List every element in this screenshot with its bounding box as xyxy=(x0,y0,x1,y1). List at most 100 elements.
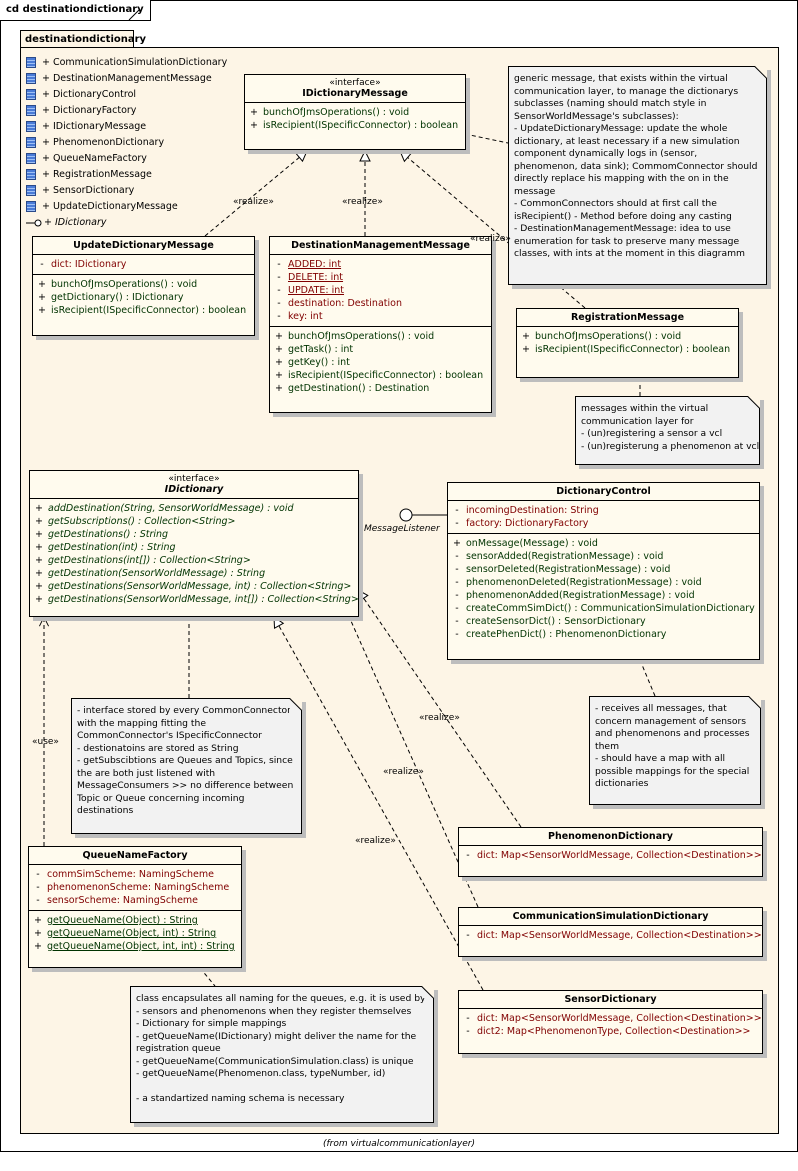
visibility-marker: - xyxy=(277,285,281,296)
package-item[interactable]: + SensorDictionary xyxy=(26,182,227,198)
note-line xyxy=(136,1081,429,1094)
attribute-text: DELETE: int xyxy=(288,272,344,283)
operation-row: +getDestination(int) : String xyxy=(30,541,358,554)
realize-phen-line xyxy=(358,590,522,828)
operation-text: getQueueName(Object, int, int) : String xyxy=(47,941,235,952)
operation-text: addDestination(String, SensorWorldMessag… xyxy=(48,503,294,514)
package-item-label: + SensorDictionary xyxy=(42,184,135,196)
operation-row: +isRecipient(ISpecificConnector) : boole… xyxy=(33,304,254,317)
package-item[interactable]: + IDictionaryMessage xyxy=(26,118,227,134)
package-item[interactable]: + DictionaryFactory xyxy=(26,102,227,118)
diagram-title: cd destinationdictionary xyxy=(0,0,151,21)
operation-row: +getTask() : int xyxy=(270,343,491,356)
class-idictionary[interactable]: «interface»IDictionary+addDestination(St… xyxy=(29,470,359,617)
note-line: and phenomenons and processes xyxy=(595,728,750,739)
class-icon xyxy=(26,88,36,100)
note-line: - sensors and phenomenons when they regi… xyxy=(136,1005,412,1017)
class-registrationmessage[interactable]: RegistrationMessage+bunchOfJmsOperations… xyxy=(516,308,739,378)
frame-tab-corner xyxy=(128,8,140,21)
note-line: messages within the virtual xyxy=(581,403,709,414)
visibility-marker: + xyxy=(35,568,43,579)
class-header: CommunicationSimulationDictionary xyxy=(459,908,762,926)
class-header: «interface»IDictionaryMessage xyxy=(245,75,465,103)
visibility-marker: + xyxy=(34,941,42,952)
operation-text: getQueueName(Object) : String xyxy=(47,915,198,926)
operation-text: getDictionary() : IDictionary xyxy=(51,292,184,303)
note-line: subclasses (naming should match style in xyxy=(514,98,707,109)
operation-row: -createPhenDict() : PhenomenonDictionary xyxy=(448,628,759,641)
operation-row: -phenomenonDeleted(RegistrationMessage) … xyxy=(448,576,759,589)
class-sensordictionary[interactable]: SensorDictionary-dict: Map<SensorWorldMe… xyxy=(458,990,763,1054)
operation-row: +getQueueName(Object, int) : String xyxy=(29,927,241,940)
note-line: - getQueueName(Phenomenon.class, typeNum… xyxy=(136,1068,386,1079)
operation-section: +bunchOfJmsOperations() : void+getDictio… xyxy=(33,275,254,320)
note-queue-naming: class encapsulates all naming for the qu… xyxy=(130,986,434,1123)
package-item-label: + UpdateDictionaryMessage xyxy=(42,200,178,212)
attribute-text: commSimScheme: NamingScheme xyxy=(47,869,214,880)
label-realize-sensor: «realize» xyxy=(355,836,396,846)
package-tab: destinationdictionary xyxy=(20,30,146,47)
note-line: - a standartized naming schema is necess… xyxy=(136,1093,345,1104)
operation-text: getDestinations(SensorWorldMessage, int)… xyxy=(48,581,352,592)
attribute-text: dict: Map<SensorWorldMessage, Collection… xyxy=(477,930,762,941)
operation-row: +bunchOfJmsOperations() : void xyxy=(33,278,254,291)
note-line: - (un)registering a sensor a vcl xyxy=(581,428,723,439)
class-destinationmanagementmessage[interactable]: DestinationManagementMessage-ADDED: int-… xyxy=(269,236,492,413)
package-item[interactable]: + CommunicationSimulationDictionary xyxy=(26,54,227,70)
class-idictionarymessage[interactable]: «interface»IDictionaryMessage+bunchOfJms… xyxy=(244,74,466,150)
attribute-text: destination: Destination xyxy=(288,298,402,309)
note-line: component dynamically logs in (sensor, xyxy=(514,148,698,159)
visibility-marker: - xyxy=(455,629,459,640)
package-item[interactable]: + QueueNameFactory xyxy=(26,150,227,166)
package-item[interactable]: + RegistrationMessage xyxy=(26,166,227,182)
package-item-label: + PhenomenonDictionary xyxy=(42,136,165,148)
operation-row: +bunchOfJmsOperations() : void xyxy=(270,330,491,343)
class-phenomenondictionary[interactable]: PhenomenonDictionary-dict: Map<SensorWor… xyxy=(458,827,763,877)
class-dictionarycontrol[interactable]: DictionaryControl-incomingDestination: S… xyxy=(447,482,760,660)
package-item[interactable]: + UpdateDictionaryMessage xyxy=(26,198,227,214)
operation-text: bunchOfJmsOperations() : void xyxy=(288,331,435,342)
operation-section: +bunchOfJmsOperations() : void+isRecipie… xyxy=(517,327,738,359)
operation-text: phenomenonDeleted(RegistrationMessage) :… xyxy=(466,577,702,588)
note-line: MessageConsumers >> no difference betwee… xyxy=(77,780,294,791)
visibility-marker: + xyxy=(35,581,43,592)
note-line: communication layer, to manage the dicti… xyxy=(514,85,739,97)
visibility-marker: - xyxy=(455,616,459,627)
attribute-row: -dict2: Map<PhenomenonType, Collection<D… xyxy=(459,1025,762,1038)
label-messagelistener: MessageListener xyxy=(364,524,440,534)
class-updatedictionarymessage[interactable]: UpdateDictionaryMessage-dict: IDictionar… xyxy=(32,236,255,336)
visibility-marker: - xyxy=(455,590,459,601)
package-item-label: + IDictionaryMessage xyxy=(42,120,147,132)
class-stereotype: «interface» xyxy=(168,474,220,484)
note-line: the are both just listened with xyxy=(77,767,216,779)
operation-row: +getSubscriptions() : Collection<String> xyxy=(30,515,358,528)
attribute-row: -dict: Map<SensorWorldMessage, Collectio… xyxy=(459,1012,762,1025)
class-communicationsimulationdictionary[interactable]: CommunicationSimulationDictionary-dict: … xyxy=(458,907,763,957)
attribute-text: dict: Map<SensorWorldMessage, Collection… xyxy=(477,1013,762,1024)
operation-row: +getDestinations() : String xyxy=(30,528,358,541)
visibility-marker: + xyxy=(34,928,42,939)
visibility-marker: - xyxy=(277,311,281,322)
attribute-row: -phenomenonScheme: NamingScheme xyxy=(29,881,241,894)
operation-row: +onMessage(Message) : void xyxy=(448,537,759,550)
class-icon xyxy=(26,104,36,116)
package-item[interactable]: + DictionaryControl xyxy=(26,86,227,102)
label-realize-commsim: «realize» xyxy=(383,767,424,777)
realize-sensor-line xyxy=(274,617,484,991)
operation-row: + getQueueName(Object, int, int) : String xyxy=(29,940,241,953)
package-item[interactable]: + IDictionary xyxy=(26,214,227,230)
package-item[interactable]: + PhenomenonDictionary xyxy=(26,134,227,150)
class-queuenamefactory[interactable]: QueueNameFactory-commSimScheme: NamingSc… xyxy=(28,846,242,968)
visibility-marker: - xyxy=(455,551,459,562)
attribute-text: dict: IDictionary xyxy=(51,259,127,270)
visibility-marker: - xyxy=(36,882,40,893)
operation-row: +bunchOfJmsOperations() : void xyxy=(517,330,738,343)
label-realize-destmgmt: «realize» xyxy=(342,197,383,207)
note-line: enumeration for task to preserve many me… xyxy=(514,235,740,247)
package-item[interactable]: + DestinationManagementMessage xyxy=(26,70,227,86)
note-line: - (un)registerung a phenomenon at vcl xyxy=(581,440,760,452)
note-line: dictionaries xyxy=(595,778,649,789)
note-line: concern management of sensors xyxy=(595,715,747,727)
